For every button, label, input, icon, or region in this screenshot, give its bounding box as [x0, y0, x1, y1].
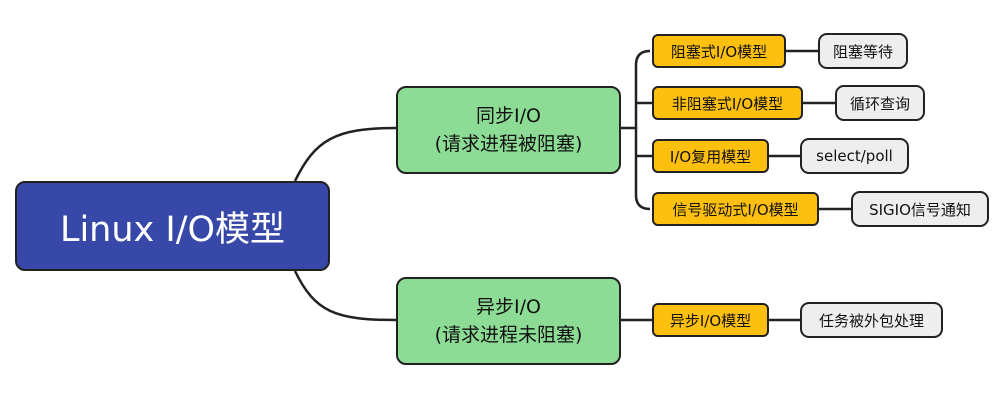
model-blocking-label: 阻塞式I/O模型: [670, 42, 768, 61]
branch-async: 异步I/O (请求进程未阻塞): [396, 277, 621, 365]
detail-multiplexing: select/poll: [800, 138, 909, 174]
detail-signal-driven: SIGIO信号通知: [851, 191, 989, 227]
branch-async-title: 异步I/O: [476, 296, 541, 318]
detail-nonblocking: 循环查询: [835, 85, 925, 121]
model-signal-driven: 信号驱动式I/O模型: [652, 192, 819, 226]
model-nonblocking-label: 非阻塞式I/O模型: [671, 94, 784, 113]
detail-async: 任务被外包处理: [800, 302, 943, 338]
model-nonblocking: 非阻塞式I/O模型: [652, 86, 803, 120]
root-node: Linux I/O模型: [15, 181, 330, 271]
detail-signal-driven-label: SIGIO信号通知: [869, 200, 971, 219]
branch-sync-title: 同步I/O: [476, 105, 541, 127]
model-async: 异步I/O模型: [652, 303, 769, 337]
connector-sync-bracket: [634, 49, 651, 211]
model-multiplexing-label: I/O复用模型: [669, 147, 752, 166]
model-signal-driven-label: 信号驱动式I/O模型: [672, 200, 799, 219]
detail-blocking-label: 阻塞等待: [832, 42, 893, 61]
branch-async-note: (请求进程未阻塞): [434, 324, 583, 346]
detail-blocking: 阻塞等待: [818, 33, 908, 69]
model-multiplexing: I/O复用模型: [652, 139, 769, 173]
detail-async-label: 任务被外包处理: [818, 311, 924, 330]
root-label: Linux I/O模型: [59, 209, 286, 250]
connector-root-sync: [293, 126, 397, 182]
branch-sync-note: (请求进程被阻塞): [434, 133, 583, 155]
connector-root-async: [293, 270, 397, 322]
branch-sync: 同步I/O (请求进程被阻塞): [396, 86, 621, 174]
detail-nonblocking-label: 循环查询: [849, 94, 910, 113]
model-async-label: 异步I/O模型: [669, 311, 752, 330]
model-blocking: 阻塞式I/O模型: [652, 34, 786, 68]
detail-multiplexing-label: select/poll: [816, 147, 893, 165]
